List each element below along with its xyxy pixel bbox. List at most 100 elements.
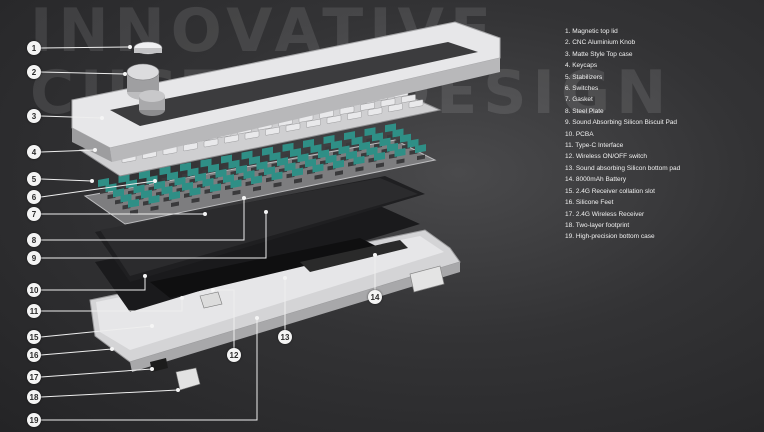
- switch: [338, 145, 350, 155]
- switch: [154, 180, 165, 190]
- switch: [202, 177, 214, 187]
- switch: [374, 151, 385, 161]
- switch: [415, 144, 426, 154]
- callout-4: 4: [27, 145, 41, 159]
- keycap: [285, 122, 301, 132]
- switch: [372, 132, 383, 142]
- keycap: [183, 142, 198, 152]
- legend-item: 5. Stabilizers: [565, 73, 603, 81]
- legend-item: 9. Sound Absorbing Silicon Biscuit Pad: [565, 119, 678, 127]
- switch: [200, 158, 212, 168]
- switch: [159, 166, 171, 176]
- switch: [262, 146, 273, 156]
- switch: [387, 142, 398, 152]
- legend-item: 15. 2.4G Receiver collation slot: [565, 187, 655, 195]
- plate-hole: [191, 197, 200, 204]
- plate-hole: [273, 181, 282, 188]
- plate-hole: [130, 209, 138, 215]
- switch: [312, 163, 324, 173]
- plate-hole: [150, 205, 159, 211]
- switch: [243, 170, 255, 180]
- switch: [105, 183, 117, 193]
- legend-item: 19. High-precision bottom case: [565, 233, 655, 241]
- switch: [241, 150, 253, 160]
- switch: [290, 148, 301, 158]
- switch: [264, 166, 275, 176]
- callout-3: 3: [27, 109, 41, 123]
- switch: [346, 150, 357, 160]
- legend-item: 16. Silicone Feet: [565, 199, 614, 207]
- plate-hole: [253, 185, 261, 192]
- switch: [351, 136, 363, 146]
- keycap: [401, 94, 416, 103]
- switch: [256, 161, 268, 171]
- switch: [323, 135, 335, 144]
- legend-item: 14. 8000mAh Battery: [565, 176, 627, 184]
- switch: [120, 193, 132, 203]
- switch: [251, 175, 262, 185]
- keycap: [203, 138, 219, 148]
- callout-15: 15: [27, 330, 41, 344]
- legend-item: 11. Type-C Interface: [565, 142, 624, 150]
- callout-7: 7: [27, 207, 41, 221]
- switch: [297, 153, 309, 163]
- plate-hole: [355, 166, 364, 172]
- switch: [113, 188, 124, 198]
- keycap: [380, 98, 396, 107]
- switch: [364, 127, 376, 137]
- callout-1: 1: [27, 41, 41, 55]
- legend-item: 10. PCBA: [565, 130, 594, 138]
- switch: [148, 194, 160, 204]
- switch: [126, 179, 137, 189]
- callout-5: 5: [27, 172, 41, 186]
- switch: [394, 148, 406, 157]
- plate-hole: [396, 158, 405, 164]
- switch: [223, 174, 234, 184]
- plate-hole: [212, 193, 220, 200]
- legend-item: 8. Steel Plate: [565, 107, 604, 115]
- switch: [210, 183, 221, 193]
- keycap: [347, 111, 362, 120]
- switch: [284, 162, 296, 172]
- switch: [282, 142, 294, 152]
- legend-item: 13. Sound absorbing Silicon bottom pad: [565, 164, 681, 172]
- switch: [400, 133, 411, 143]
- switch: [385, 123, 396, 133]
- switch: [353, 155, 365, 165]
- bottom-case: [89, 229, 461, 372]
- parts-legend: 1. Magnetic top lid 2. CNC Aluminium Kno…: [565, 26, 680, 243]
- switch: [271, 171, 283, 181]
- callout-17: 17: [27, 370, 41, 384]
- switch: [292, 167, 303, 177]
- pcba-layer: [95, 176, 425, 282]
- switch: [318, 149, 329, 159]
- callout-9: 9: [27, 251, 41, 265]
- keycap: [360, 102, 375, 111]
- switch: [331, 140, 342, 150]
- keycap: [265, 126, 280, 136]
- leader-endpoints: [90, 45, 377, 392]
- switch: [221, 154, 232, 164]
- keycap: [326, 115, 342, 124]
- switch: [118, 174, 130, 184]
- plate-hole: [335, 170, 343, 176]
- switch: [333, 159, 344, 169]
- switch: [359, 141, 370, 151]
- top-case-frame: [71, 21, 501, 162]
- callout-12: 12: [227, 348, 241, 362]
- legend-item: 4. Keycaps: [565, 62, 598, 70]
- switch: [133, 184, 145, 194]
- legend-item: 17. 2.4G Wireless Receiver: [565, 210, 645, 218]
- switch: [379, 137, 391, 147]
- keycap: [244, 130, 260, 140]
- keycap: [388, 103, 403, 113]
- switch: [277, 157, 288, 167]
- callout-14: 14: [368, 290, 382, 304]
- magnetic-top-lid: [133, 41, 163, 55]
- switch: [139, 170, 150, 180]
- plate-hole: [294, 178, 302, 184]
- cnc-knob: [126, 63, 165, 116]
- switch: [189, 187, 201, 197]
- legend-item: 6. Switches: [565, 85, 599, 93]
